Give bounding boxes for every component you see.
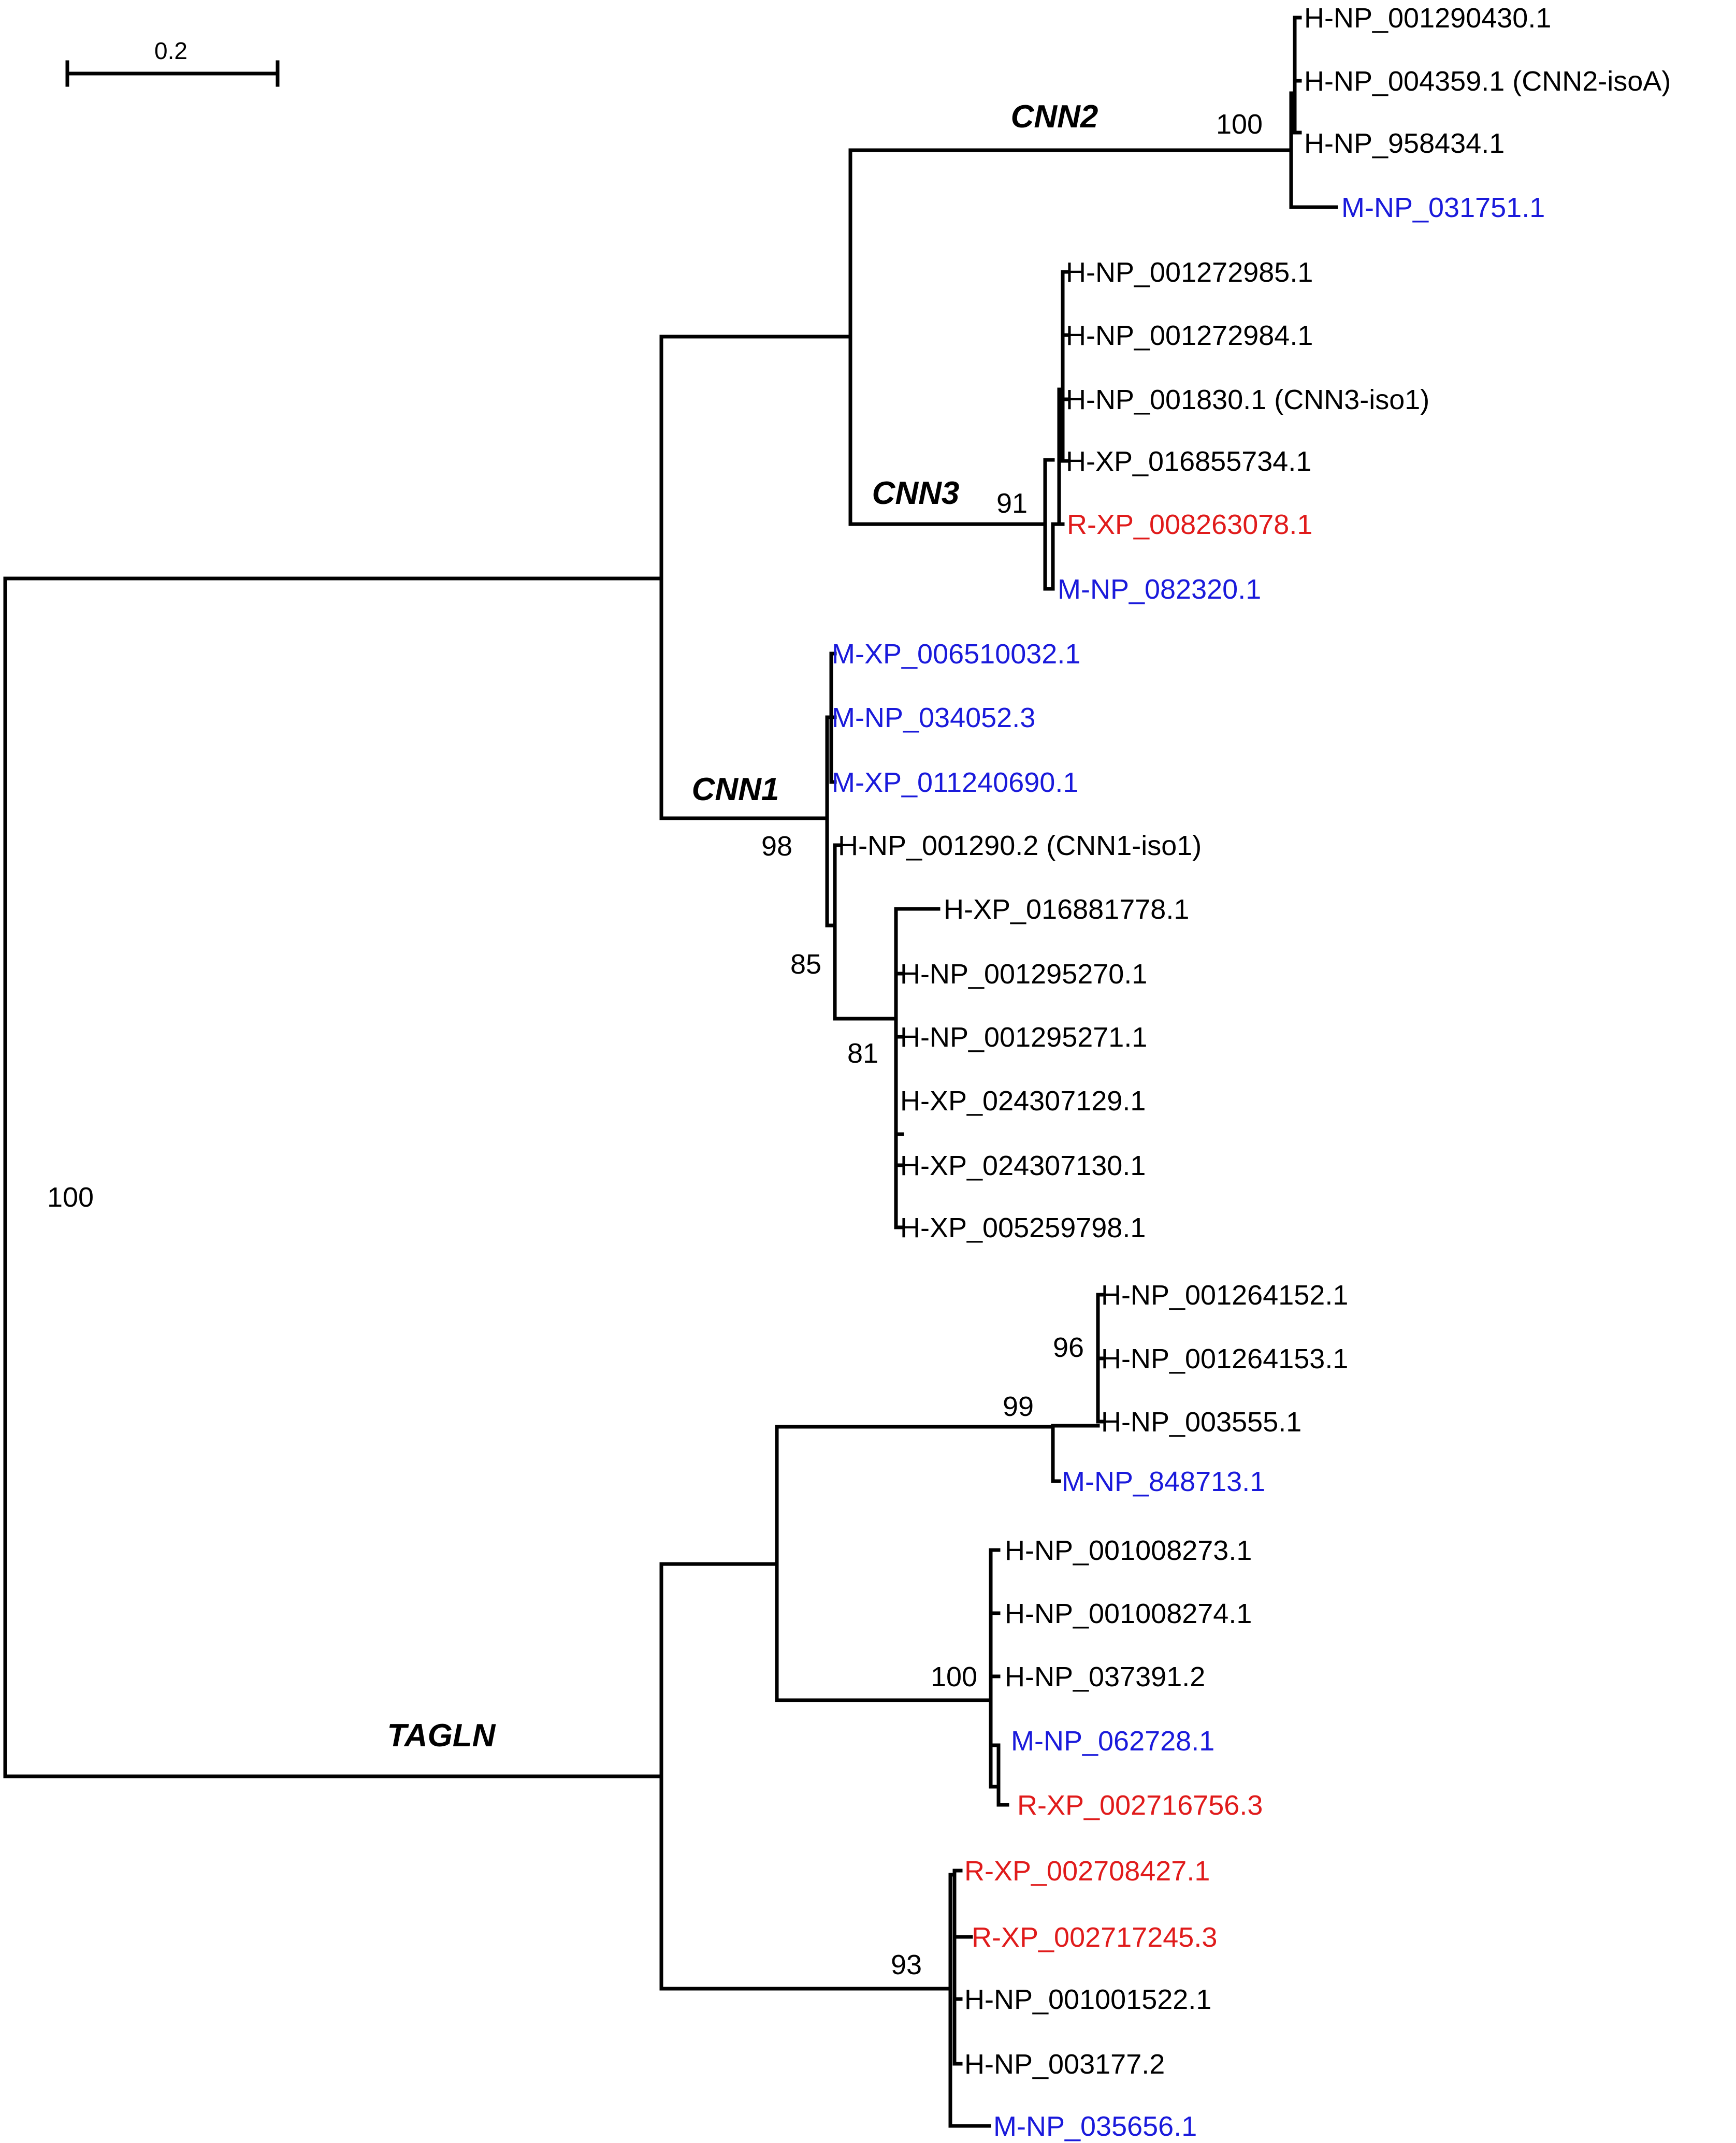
leaf-label: H-NP_004359.1 (CNN2-isoA) bbox=[1304, 66, 1671, 97]
scale-bar-label: 0.2 bbox=[154, 37, 187, 64]
leaf-label: M-NP_082320.1 bbox=[1058, 574, 1261, 605]
clade-label-cnn3: CNN3 bbox=[872, 475, 960, 511]
leaf-label: H-NP_001264153.1 bbox=[1101, 1343, 1348, 1374]
leaf-label: H-XP_024307130.1 bbox=[900, 1150, 1146, 1181]
leaf-label: M-NP_031751.1 bbox=[1341, 192, 1545, 223]
leaf-label: H-NP_001830.1 (CNN3-iso1) bbox=[1066, 384, 1429, 415]
leaf-label: R-XP_002708427.1 bbox=[964, 1856, 1210, 1887]
clade-label-cnn1: CNN1 bbox=[692, 772, 779, 807]
leaf-label: H-NP_001295271.1 bbox=[900, 1022, 1147, 1053]
bootstrap-tagln-a-sub: 96 bbox=[1053, 1332, 1084, 1363]
leaf-label: M-XP_011240690.1 bbox=[832, 767, 1078, 798]
clade-label-tagln: TAGLN bbox=[387, 1718, 496, 1754]
leaf-label: H-NP_958434.1 bbox=[1304, 128, 1504, 159]
bootstrap-tagln-c: 93 bbox=[891, 1949, 922, 1980]
bootstrap-cnn1-sub: 85 bbox=[790, 949, 821, 980]
bootstrap-cnn2: 100 bbox=[1216, 109, 1263, 140]
leaf-label: H-NP_001272985.1 bbox=[1066, 257, 1313, 288]
leaf-label: H-XP_016881778.1 bbox=[944, 894, 1189, 925]
leaf-label: R-XP_008263078.1 bbox=[1067, 509, 1312, 540]
root-branch bbox=[3, 576, 663, 1778]
scale-bar: 0.2 bbox=[65, 37, 280, 87]
leaf-label: H-NP_003177.2 bbox=[964, 2049, 1165, 2080]
bootstrap-tagln-a: 99 bbox=[1003, 1391, 1034, 1422]
leaf-label: M-XP_006510032.1 bbox=[832, 639, 1080, 670]
leaf-label: H-NP_001290430.1 bbox=[1304, 3, 1551, 34]
leaf-label: H-NP_001008273.1 bbox=[1005, 1535, 1252, 1566]
leaf-label: H-NP_003555.1 bbox=[1101, 1407, 1301, 1438]
leaf-label: H-NP_001290.2 (CNN1-iso1) bbox=[838, 830, 1202, 861]
leaf-label: H-XP_024307129.1 bbox=[900, 1085, 1146, 1117]
bootstrap-cnn1-sub2: 81 bbox=[847, 1038, 878, 1069]
leaf-label: M-NP_848713.1 bbox=[1062, 1466, 1265, 1497]
leaf-label: R-XP_002716756.3 bbox=[1017, 1790, 1263, 1821]
leaf-label: M-NP_062728.1 bbox=[1011, 1726, 1214, 1757]
leaf-label: M-NP_034052.3 bbox=[832, 702, 1035, 733]
bootstrap-root: 100 bbox=[47, 1182, 94, 1213]
tree-branches bbox=[3, 16, 1338, 2128]
leaf-label: R-XP_002717245.3 bbox=[972, 1922, 1217, 1953]
bootstrap-cnn1: 98 bbox=[761, 831, 792, 862]
bootstrap-tagln-b: 100 bbox=[931, 1661, 977, 1692]
leaf-label: H-NP_001001522.1 bbox=[964, 1984, 1211, 2015]
leaf-label: H-NP_001008274.1 bbox=[1005, 1598, 1252, 1629]
leaf-label: H-XP_005259798.1 bbox=[900, 1212, 1146, 1243]
leaf-label: H-NP_001264152.1 bbox=[1101, 1280, 1348, 1311]
leaf-label: M-NP_035656.1 bbox=[993, 2111, 1197, 2142]
clade-label-cnn2: CNN2 bbox=[1011, 99, 1098, 135]
leaf-label: H-NP_001272984.1 bbox=[1066, 320, 1313, 351]
leaf-label: H-XP_016855734.1 bbox=[1066, 446, 1311, 477]
leaf-label: H-NP_001295270.1 bbox=[900, 959, 1147, 990]
leaf-label: H-NP_037391.2 bbox=[1005, 1661, 1205, 1692]
leaf-labels: H-NP_001290430.1 H-NP_004359.1 (CNN2-iso… bbox=[832, 3, 1671, 2142]
bootstrap-cnn3: 91 bbox=[996, 488, 1028, 519]
